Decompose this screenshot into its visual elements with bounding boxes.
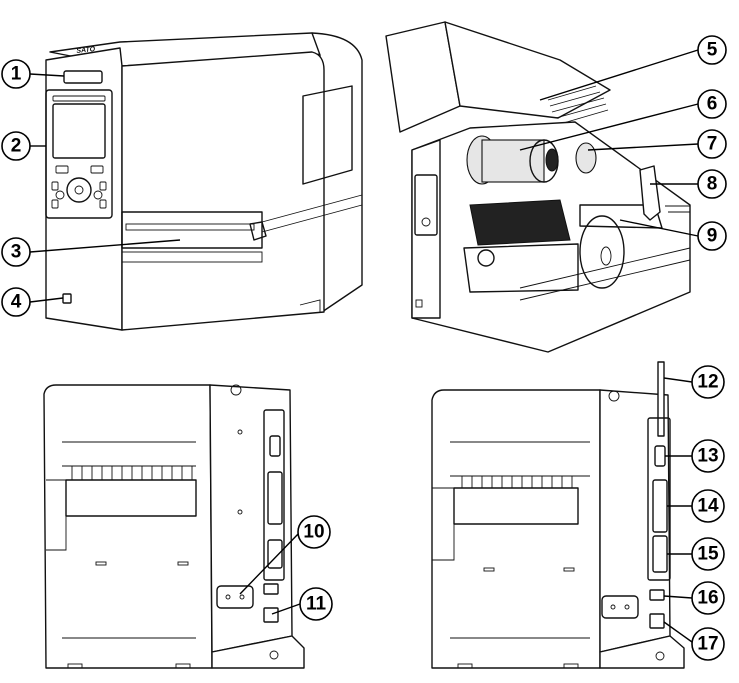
navigation-dial[interactable]: [66, 177, 92, 203]
callout-2: 2: [1, 131, 31, 161]
callout-9: 9: [697, 221, 727, 251]
rs232c-port[interactable]: [269, 435, 281, 457]
led-lamp: [63, 70, 103, 84]
wlan-antenna: [657, 361, 665, 437]
callout-12: 12: [691, 365, 725, 399]
leader-lines: [29, 49, 699, 643]
callout-6: 6: [697, 89, 727, 119]
svg-text:9: 9: [707, 226, 718, 247]
callout-7: 7: [697, 129, 727, 159]
svg-text:4: 4: [11, 292, 22, 313]
svg-text:7: 7: [707, 134, 718, 155]
usb-port[interactable]: [263, 583, 279, 595]
svg-text:3: 3: [11, 242, 22, 263]
ac-power-inlet[interactable]: [216, 585, 254, 609]
svg-text:16: 16: [697, 588, 718, 609]
media-outlet: [121, 211, 263, 249]
callout-13: 13: [691, 439, 725, 473]
svg-text:1: 1: [11, 64, 22, 85]
callout-15: 15: [691, 537, 725, 571]
centronics-port[interactable]: [267, 471, 283, 525]
interface-slot-panel: [263, 409, 285, 581]
callout-11: 11: [299, 587, 333, 621]
callout-17: 17: [691, 627, 725, 661]
media-guide[interactable]: [639, 165, 661, 221]
svg-text:12: 12: [697, 372, 718, 393]
svg-text:6: 6: [707, 94, 718, 115]
rear-view-standard: [43, 384, 305, 669]
svg-text:17: 17: [697, 634, 718, 655]
brand-logo: SATO: [76, 46, 96, 55]
callout-1: 1: [1, 59, 31, 89]
rear-view-optional: [431, 361, 685, 669]
svg-text:13: 13: [697, 446, 718, 467]
svg-text:15: 15: [697, 544, 719, 565]
callout-5: 5: [697, 35, 727, 65]
svg-text:2: 2: [11, 136, 22, 157]
callouts: 1 2 3 4 5 6 7 8 9 10 11 12 13 14 15 16 1…: [1, 35, 727, 661]
svg-text:11: 11: [306, 594, 327, 615]
print-head: [469, 199, 571, 246]
lan-port[interactable]: [263, 607, 279, 623]
ribbon-rewind-spindle[interactable]: [575, 142, 597, 174]
callout-16: 16: [691, 581, 725, 615]
front-view: SATO: [45, 32, 363, 331]
operation-panel[interactable]: [45, 89, 113, 219]
usb-port-opt[interactable]: [649, 589, 665, 601]
callout-14: 14: [691, 489, 725, 523]
svg-text:8: 8: [707, 174, 718, 195]
lan-port-opt[interactable]: [649, 613, 665, 629]
callout-8: 8: [697, 169, 727, 199]
callout-4: 4: [1, 287, 31, 317]
callout-10: 10: [297, 515, 331, 549]
svg-text:5: 5: [707, 40, 718, 61]
svg-text:10: 10: [303, 522, 324, 543]
lcd-screen: [52, 103, 106, 159]
open-cover-view: [385, 21, 691, 353]
callout-3: 3: [1, 237, 31, 267]
svg-text:14: 14: [697, 496, 719, 517]
